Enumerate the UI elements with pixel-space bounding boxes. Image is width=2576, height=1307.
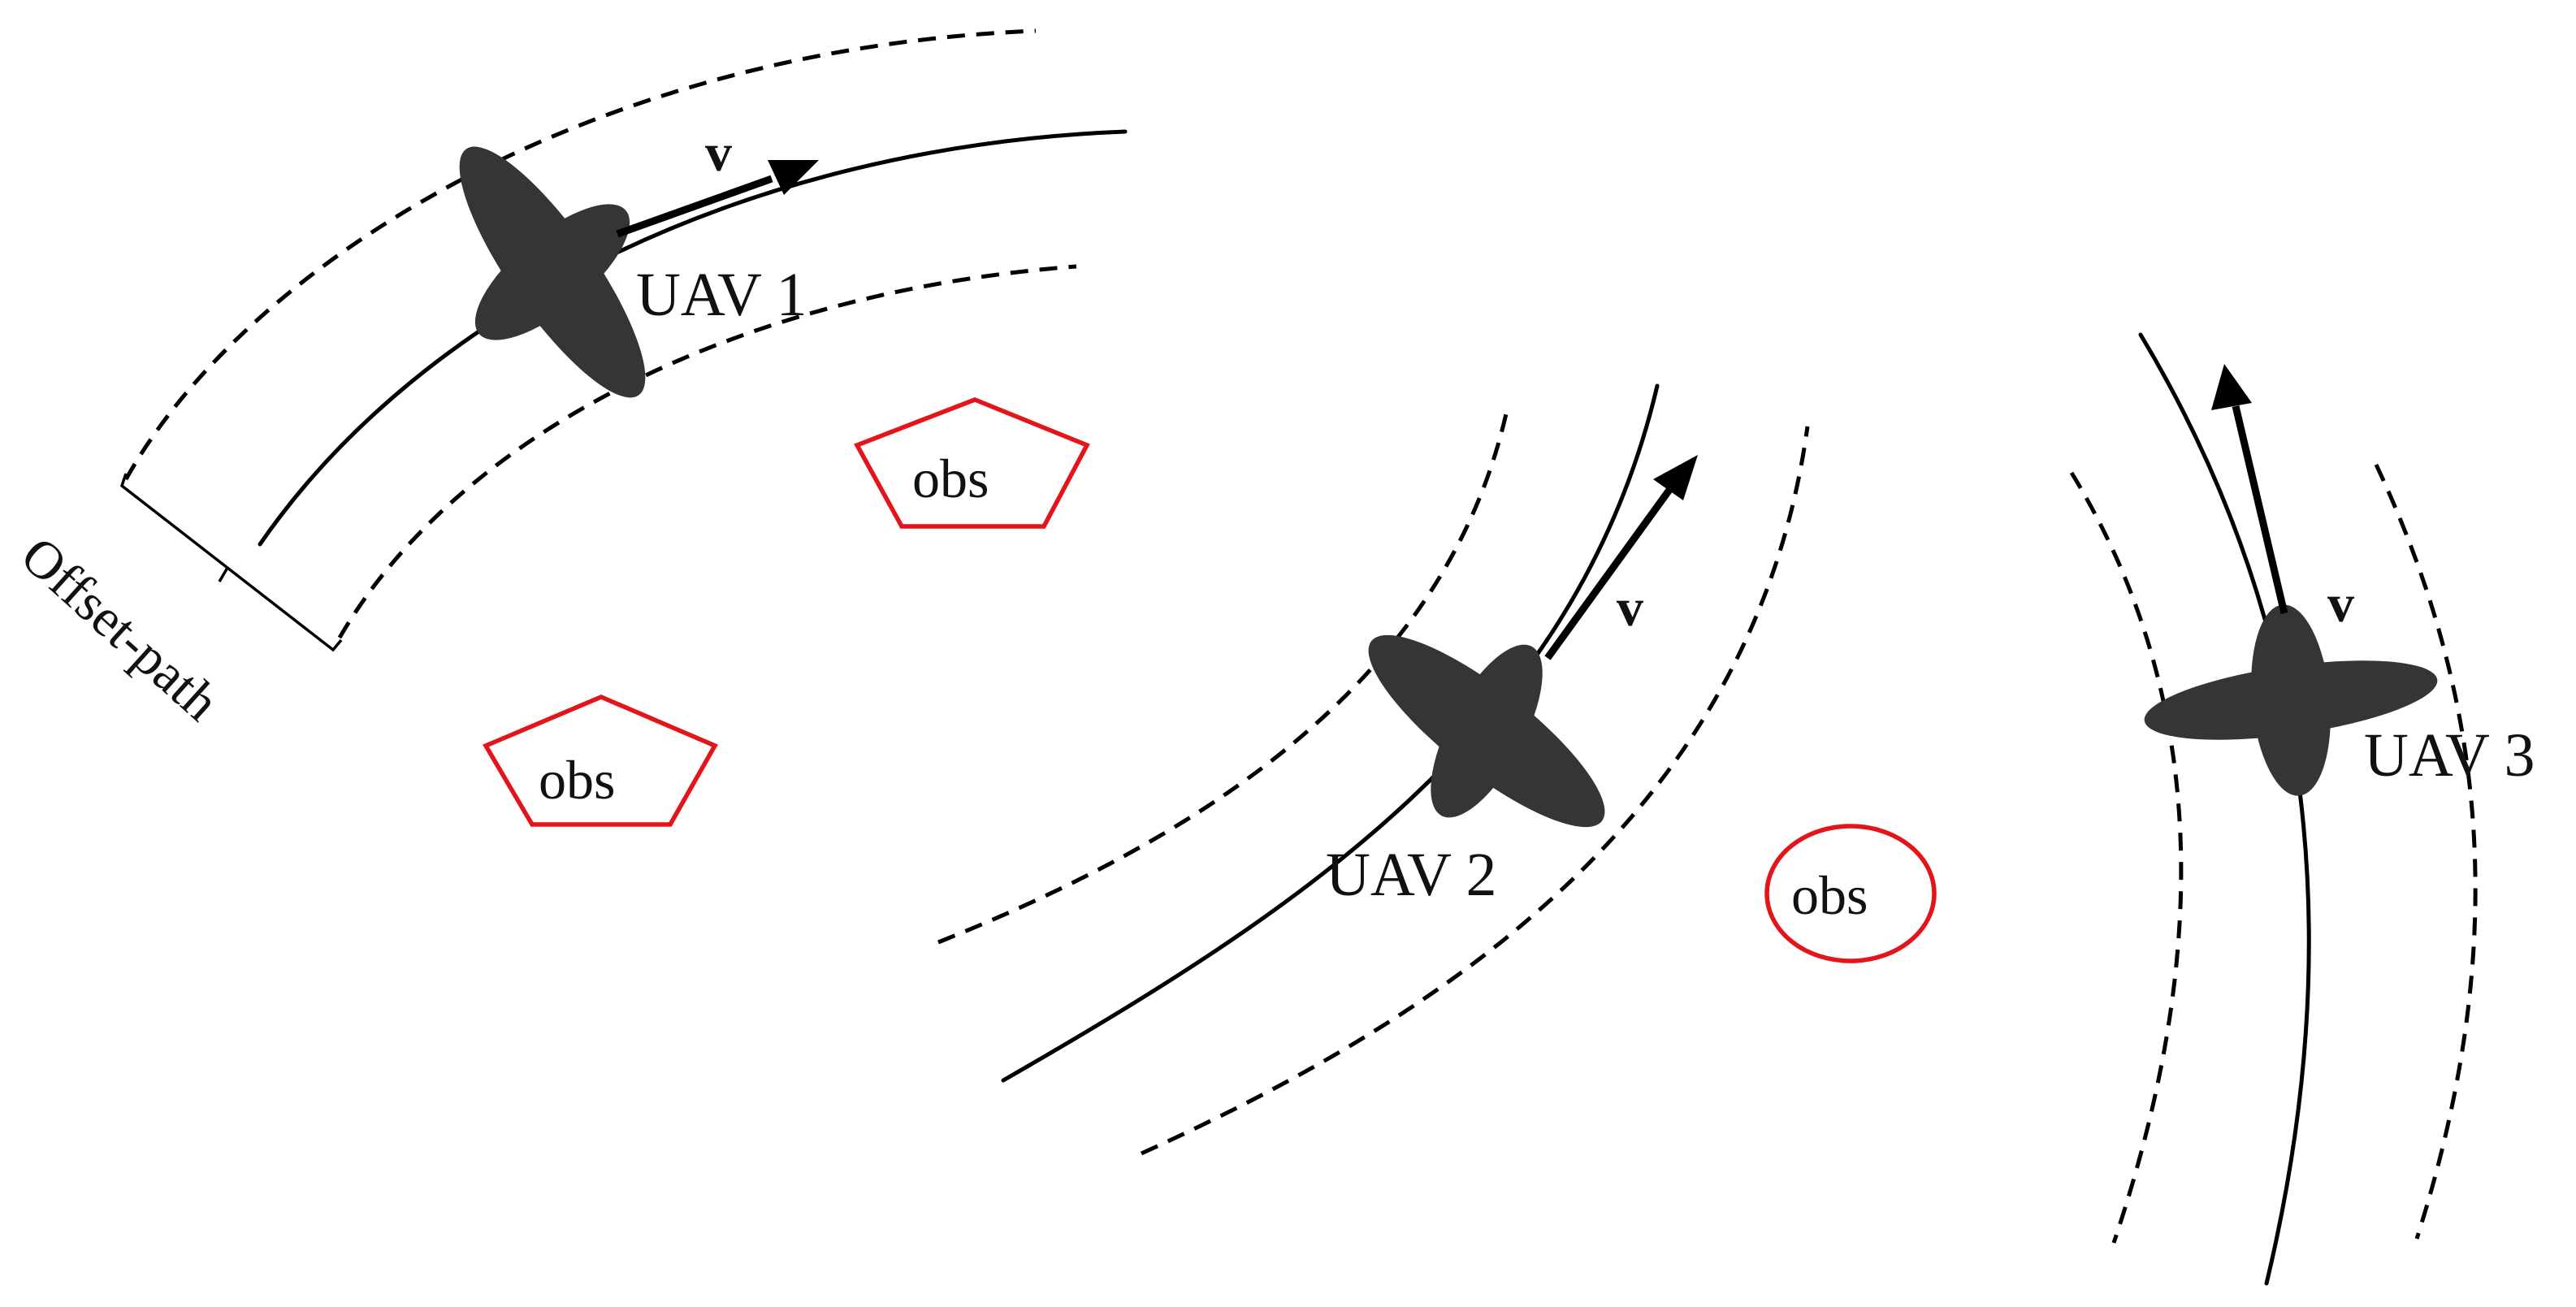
uav1-velocity-head	[768, 160, 819, 195]
uav3-velocity-shaft	[2232, 405, 2288, 615]
uav2-label: UAV 2	[1326, 841, 1496, 909]
uav3-velocity-label: v	[2327, 574, 2354, 634]
uav3-path	[2138, 332, 2311, 1286]
uav2-velocity-head	[1653, 455, 1698, 500]
uav1-offset-boundary-outer	[123, 28, 1037, 481]
obstacle-1: obs	[854, 397, 1090, 529]
uav1-airframe	[459, 146, 646, 398]
uav2-velocity-shaft	[1544, 487, 1673, 660]
uav2-group: v UAV 2	[937, 383, 1810, 1156]
uav1-velocity-shaft	[616, 175, 773, 238]
uav3-velocity-arrow	[2211, 364, 2288, 615]
obstacle-2: obs	[483, 695, 718, 827]
uav2-airframe	[1368, 634, 1605, 828]
uav3-wing-b	[2251, 604, 2331, 796]
obstacle-2-pentagon	[483, 695, 718, 827]
uav2-velocity-label: v	[1617, 578, 1643, 638]
uav3-velocity-head	[2211, 364, 2252, 410]
obstacle-1-label: obs	[912, 448, 989, 509]
uav2-offset-boundary-outer	[937, 409, 1509, 945]
uav1-label: UAV 1	[636, 261, 807, 329]
obstacle-3: obs	[1764, 824, 1937, 963]
uav3-label: UAV 3	[2364, 721, 2535, 790]
obstacle-3-circle	[1764, 824, 1937, 963]
offset-path-bracket	[119, 473, 343, 652]
uav2-offset-boundary-inner	[1140, 426, 1810, 1156]
obstacle-3-label: obs	[1791, 864, 1868, 926]
uav1-velocity-label: v	[705, 123, 732, 183]
uav3-group: v UAV 3	[2069, 332, 2535, 1286]
uav1-path	[258, 129, 1128, 547]
offset-path-label: Offset-path	[10, 526, 230, 733]
uav2-path	[1001, 383, 1660, 1083]
uav2-velocity-arrow	[1544, 455, 1698, 660]
obstacle-2-label: obs	[539, 749, 615, 811]
uav3-offset-boundary-left	[2069, 471, 2184, 1244]
uav2-wing-b	[1431, 644, 1543, 818]
uav1-wing-b	[474, 204, 630, 340]
uav1-velocity-arrow	[616, 160, 819, 238]
uav3-offset-boundary-right	[2374, 463, 2478, 1240]
uav3-airframe	[2144, 604, 2438, 796]
uav1-group: v UAV 1	[119, 28, 1128, 652]
obstacle-1-pentagon	[854, 397, 1090, 529]
